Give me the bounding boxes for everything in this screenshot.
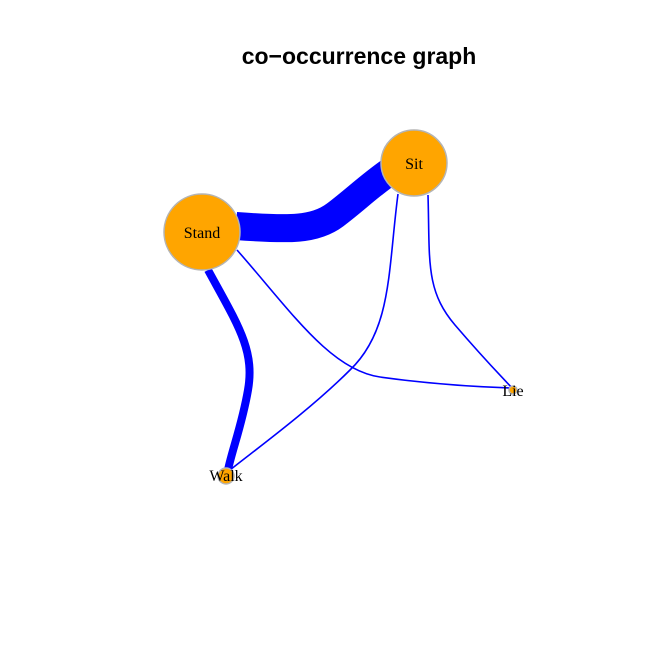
edge-sit-lie xyxy=(427,194,513,389)
edge-stand-sit xyxy=(234,158,401,243)
edge-stand-walk xyxy=(204,268,254,471)
node-label: Sit xyxy=(405,156,423,173)
node-label: Walk xyxy=(209,468,242,485)
node-label: Stand xyxy=(184,225,220,242)
node-stand[interactable]: Stand xyxy=(163,193,241,271)
graph-title: co−occurrence graph xyxy=(242,43,477,69)
edge-stand-lie xyxy=(236,249,513,389)
node-lie[interactable]: Lie xyxy=(502,383,523,400)
node-walk[interactable]: Walk xyxy=(209,467,243,485)
node-label: Lie xyxy=(502,383,523,400)
node-sit[interactable]: Sit xyxy=(380,129,448,197)
edge-sit-walk xyxy=(229,193,399,471)
